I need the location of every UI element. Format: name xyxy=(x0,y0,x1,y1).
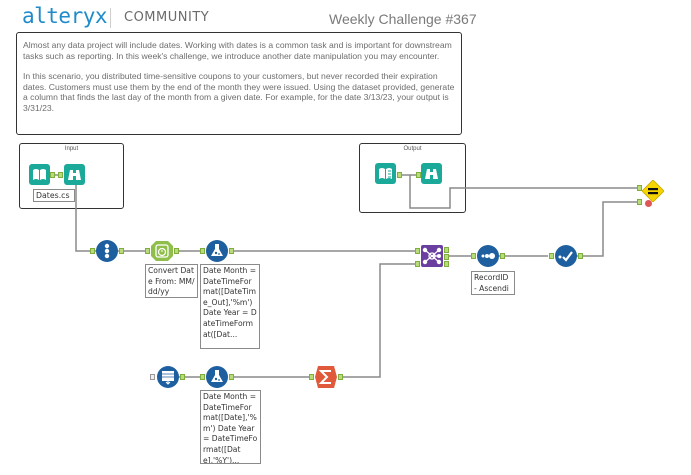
join-input-anchor-1[interactable] xyxy=(415,248,420,254)
test-input-anchor-2[interactable] xyxy=(637,199,642,205)
datetime-annotation: Convert Date From: MM/dd/yy xyxy=(145,264,198,298)
text-input-tool[interactable] xyxy=(157,366,179,388)
select-records-output-anchor[interactable] xyxy=(578,253,583,259)
browse-tool-input[interactable] xyxy=(64,164,85,185)
flask-icon xyxy=(206,240,228,262)
sort-output-anchor[interactable] xyxy=(500,253,505,259)
text-input-anchor-stub[interactable] xyxy=(150,374,155,380)
sort-annotation: RecordID - Ascending xyxy=(471,271,515,295)
text-input-icon xyxy=(157,366,179,388)
alteryx-logo: alteryx xyxy=(22,4,108,28)
browse-output-anchor[interactable] xyxy=(416,172,421,178)
input-file-annotation: Dates.csv xyxy=(33,189,75,202)
formula-tool-bottom[interactable] xyxy=(206,366,228,388)
input-data-output-anchor[interactable] xyxy=(50,172,55,178)
wire-selectrecords-test xyxy=(572,201,637,257)
equals-diamond-icon xyxy=(641,179,665,203)
summarize-output-anchor[interactable] xyxy=(338,374,343,380)
binoculars-icon xyxy=(421,163,442,184)
test-tool[interactable] xyxy=(641,179,665,203)
text-input-output-anchor[interactable] xyxy=(180,374,185,380)
output-container-title: Output xyxy=(403,146,422,152)
datetime-input-anchor[interactable] xyxy=(145,248,150,254)
output-data-anchor[interactable] xyxy=(397,172,402,178)
check-icon xyxy=(555,245,577,267)
community-label: COMMUNITY xyxy=(124,10,210,25)
binoculars-icon xyxy=(64,164,85,185)
sigma-icon xyxy=(315,366,337,388)
challenge-title: Weekly Challenge #367 xyxy=(329,11,477,27)
join-output-anchor-l[interactable] xyxy=(444,247,449,253)
formula-tool-top[interactable] xyxy=(206,240,228,262)
summarize-tool[interactable] xyxy=(315,366,337,388)
test-input-anchor-1[interactable] xyxy=(637,185,642,191)
dots-icon xyxy=(477,245,499,267)
formula-bottom-output-anchor[interactable] xyxy=(229,374,234,380)
input-data-tool[interactable] xyxy=(29,164,50,185)
wire-summarize-join xyxy=(343,263,420,378)
join-multiple-tool[interactable] xyxy=(421,245,443,267)
join-output-anchor-r[interactable] xyxy=(444,261,449,267)
summarize-input-anchor[interactable] xyxy=(309,374,314,380)
book-icon xyxy=(375,163,396,184)
error-indicator-icon xyxy=(645,200,652,207)
description-paragraph-1: Almost any data project will include dat… xyxy=(23,40,452,61)
select-tool[interactable] xyxy=(96,240,118,262)
formula-top-annotation: Date Month = DateTimeFormat([DateTime_Ou… xyxy=(200,264,260,349)
network-icon xyxy=(421,245,443,267)
sort-tool[interactable] xyxy=(477,245,499,267)
formula-bottom-annotation: Date Month = DateTimeFormat([Date],'%m')… xyxy=(200,390,261,464)
challenge-description: Almost any data project will include dat… xyxy=(16,32,462,135)
browse-tool-output[interactable] xyxy=(421,163,442,184)
formula-top-output-anchor[interactable] xyxy=(229,248,234,254)
select-records-tool[interactable] xyxy=(555,245,577,267)
book-icon xyxy=(29,164,50,185)
select-input-anchor[interactable] xyxy=(90,248,95,254)
flask-icon xyxy=(206,366,228,388)
description-paragraph-2: In this scenario, you distributed time-s… xyxy=(23,71,455,113)
select-output-anchor[interactable] xyxy=(119,248,124,254)
join-output-anchor-j[interactable] xyxy=(444,254,449,260)
formula-top-input-anchor[interactable] xyxy=(200,248,205,254)
sort-input-anchor[interactable] xyxy=(471,253,476,259)
logo-divider xyxy=(110,8,111,28)
output-data-tool[interactable] xyxy=(375,163,396,184)
clock-icon xyxy=(151,241,173,261)
join-input-anchor-2[interactable] xyxy=(415,261,420,267)
datetime-tool[interactable] xyxy=(151,240,173,262)
input-container-title: Input xyxy=(64,146,79,152)
browse-input-anchor[interactable] xyxy=(58,172,63,178)
formula-bottom-input-anchor[interactable] xyxy=(200,374,205,380)
select-records-input-anchor[interactable] xyxy=(549,253,554,259)
datetime-output-anchor[interactable] xyxy=(174,248,179,254)
select-icon xyxy=(96,240,118,262)
